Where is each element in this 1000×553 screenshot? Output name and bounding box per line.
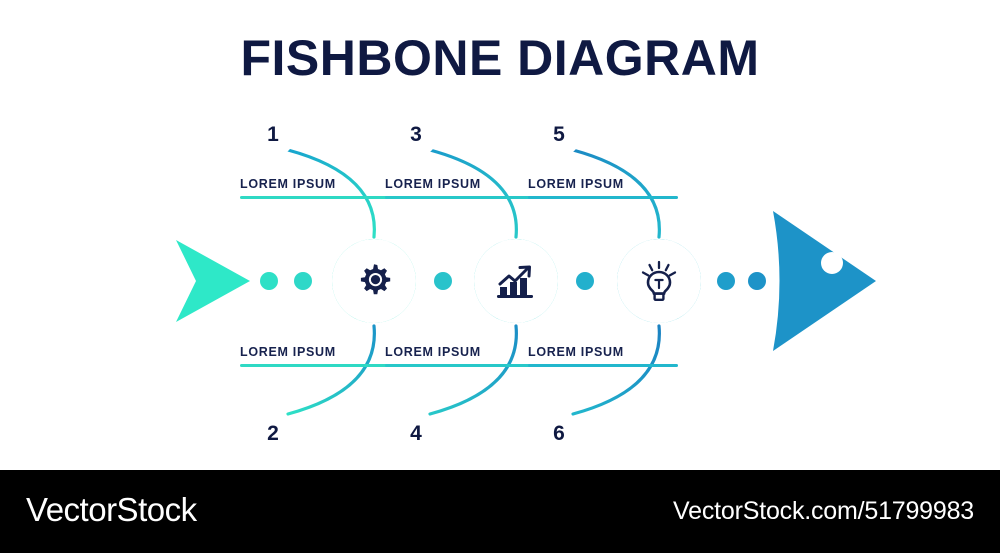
branch-label-5: LOREM IPSUM [528, 177, 678, 199]
bar-chart-growth-icon [497, 265, 533, 298]
brand-wordmark: VectorStock [26, 491, 197, 528]
branch-number-4[interactable]: 4 [394, 412, 438, 456]
lightbulb-icon [641, 260, 677, 301]
spine-dot [294, 272, 312, 290]
icon-slot-gear[interactable] [332, 239, 416, 323]
fish-eye [821, 252, 843, 274]
branch-label-4: LOREM IPSUM [385, 345, 535, 367]
branch-label-2-text: LOREM IPSUM [240, 345, 336, 359]
spine-dot [717, 272, 735, 290]
branch-number-1[interactable]: 1 [251, 113, 295, 157]
rib-curve-4 [428, 324, 518, 416]
branch-number-6[interactable]: 6 [537, 412, 581, 456]
branch-number-3[interactable]: 3 [394, 113, 438, 157]
branch-label-3-text: LOREM IPSUM [385, 177, 481, 191]
branch-rule-6 [528, 364, 678, 367]
brand-url: VectorStock.com/51799983 [673, 497, 974, 525]
spine-dot [434, 272, 452, 290]
branch-label-4-text: LOREM IPSUM [385, 345, 481, 359]
spine-dot [260, 272, 278, 290]
page-title: FISHBONE DIAGRAM [240, 30, 760, 86]
spine-dot [576, 272, 594, 290]
fish-head [773, 211, 876, 351]
watermark-footer: VectorStock VectorStock.com/51799983 [0, 470, 1000, 553]
branch-label-1-text: LOREM IPSUM [240, 177, 336, 191]
branch-label-3: LOREM IPSUM [385, 177, 535, 199]
branch-number-5[interactable]: 5 [537, 113, 581, 157]
gear-icon [360, 264, 391, 295]
rib-curve-5 [571, 148, 661, 239]
branch-rule-5 [528, 196, 678, 199]
branch-rule-1 [240, 196, 390, 199]
branch-label-6: LOREM IPSUM [528, 345, 678, 367]
fishbone-diagram-graphic [176, 113, 876, 456]
branch-rule-2 [240, 364, 390, 367]
branch-label-6-text: LOREM IPSUM [528, 345, 624, 359]
icon-slot-bulb[interactable] [617, 239, 701, 323]
branch-rule-4 [385, 364, 535, 367]
rib-curve-6 [571, 324, 661, 416]
branch-label-1: LOREM IPSUM [240, 177, 390, 199]
rib-curve-1 [286, 148, 376, 239]
rib-curve-3 [428, 148, 518, 239]
branch-number-2[interactable]: 2 [251, 412, 295, 456]
rib-curve-2 [286, 324, 376, 416]
branch-label-5-text: LOREM IPSUM [528, 177, 624, 191]
branch-rule-3 [385, 196, 535, 199]
branch-label-2: LOREM IPSUM [240, 345, 390, 367]
fish-tail [176, 240, 250, 322]
icon-slot-chart[interactable] [474, 239, 558, 323]
spine-dot [748, 272, 766, 290]
